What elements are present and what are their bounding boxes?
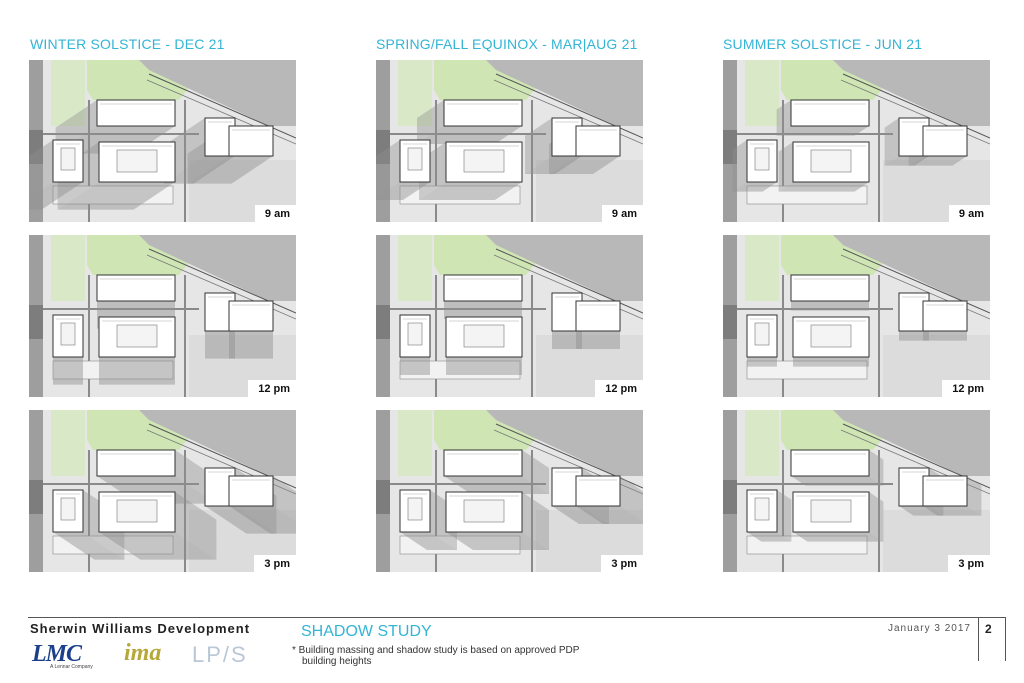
time-label: 9 am (254, 205, 296, 222)
time-label: 3 pm (254, 555, 296, 572)
ima-logo: ima (124, 640, 162, 666)
time-label: 9 am (948, 205, 990, 222)
document-date: January 3 2017 (888, 623, 971, 634)
footnote: * Building massing and shadow study is b… (292, 645, 612, 667)
site-plan-drawing (723, 60, 990, 222)
shadow-panel-summer-12pm: 12 pm (723, 235, 990, 397)
time-label: 3 pm (601, 555, 643, 572)
shadow-panel-winter-9am: 9 am (29, 60, 296, 222)
time-label: 12 pm (595, 380, 643, 397)
footnote-line-1: * Building massing and shadow study is b… (292, 645, 580, 656)
time-label: 12 pm (942, 380, 990, 397)
shadow-panel-winter-12pm: 12 pm (29, 235, 296, 397)
shadow-panel-equinox-12pm: 12 pm (376, 235, 643, 397)
site-plan-drawing (29, 410, 296, 572)
lmc-logo-text: LMC (32, 641, 82, 667)
column-title-equinox: SPRING/FALL EQUINOX - MAR|AUG 21 (376, 36, 638, 52)
time-label: 12 pm (248, 380, 296, 397)
time-label: 9 am (601, 205, 643, 222)
footnote-line-2: building heights (302, 656, 372, 667)
study-title: SHADOW STUDY (301, 623, 432, 640)
site-plan-drawing (376, 410, 643, 572)
site-plan-drawing (29, 60, 296, 222)
column-title-summer: SUMMER SOLSTICE - JUN 21 (723, 36, 923, 52)
lmc-logo-subtitle: A Lennar Company (50, 664, 93, 670)
lmc-logo: LMC A Lennar Company (32, 642, 93, 670)
column-title-winter: WINTER SOLSTICE - DEC 21 (30, 36, 225, 52)
shadow-panel-summer-3pm: 3 pm (723, 410, 990, 572)
lps-logo: LP/S (192, 642, 248, 667)
site-plan-drawing (29, 235, 296, 397)
site-plan-drawing (376, 235, 643, 397)
footer-date-divider (978, 617, 979, 661)
time-label: 3 pm (948, 555, 990, 572)
site-plan-drawing (723, 235, 990, 397)
footer-page-divider (1005, 617, 1006, 661)
footer-divider (28, 617, 1006, 618)
shadow-panel-equinox-3pm: 3 pm (376, 410, 643, 572)
company-name: Sherwin Williams Development (30, 621, 251, 636)
shadow-panel-winter-3pm: 3 pm (29, 410, 296, 572)
site-plan-drawing (376, 60, 643, 222)
site-plan-drawing (723, 410, 990, 572)
page-number: 2 (985, 622, 992, 636)
shadow-panel-equinox-9am: 9 am (376, 60, 643, 222)
shadow-panel-summer-9am: 9 am (723, 60, 990, 222)
